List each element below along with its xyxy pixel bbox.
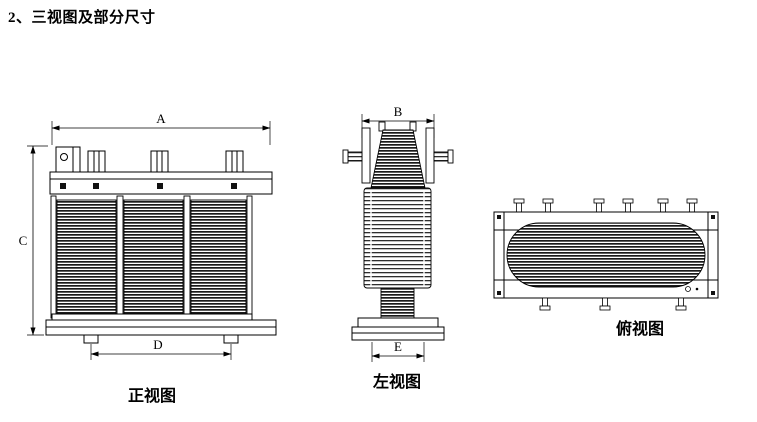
front-view-caption: 正视图: [128, 386, 176, 405]
side-view: B: [342, 104, 454, 391]
dim-c-label: C: [19, 233, 28, 248]
section-title: 2、三视图及部分尺寸: [8, 10, 156, 26]
top-view: 俯视图: [493, 198, 719, 338]
front-base: [45, 313, 277, 344]
dim-b-label: B: [394, 104, 403, 119]
side-coil: [363, 187, 432, 319]
top-view-upper-bolts: [513, 198, 698, 213]
dim-e-label: E: [394, 339, 402, 354]
top-view-detail-marks: [685, 286, 699, 292]
front-view: A: [19, 111, 277, 405]
dim-a-label: A: [156, 111, 166, 126]
dim-a: A: [51, 111, 271, 145]
dim-d: D: [90, 337, 232, 360]
side-view-caption: 左视图: [372, 372, 421, 391]
top-view-caption: 俯视图: [616, 319, 664, 338]
dim-e: E: [371, 339, 425, 362]
front-coil-stacks: [50, 195, 253, 319]
top-view-lower-bolts: [539, 297, 687, 311]
side-base: [351, 317, 445, 341]
dim-d-label: D: [153, 337, 162, 352]
front-top-clamp: [49, 171, 273, 195]
dim-c: C: [19, 145, 48, 336]
top-view-coil: [506, 222, 706, 288]
front-top-terminals: [55, 146, 244, 173]
side-top-clamp: [342, 121, 454, 189]
